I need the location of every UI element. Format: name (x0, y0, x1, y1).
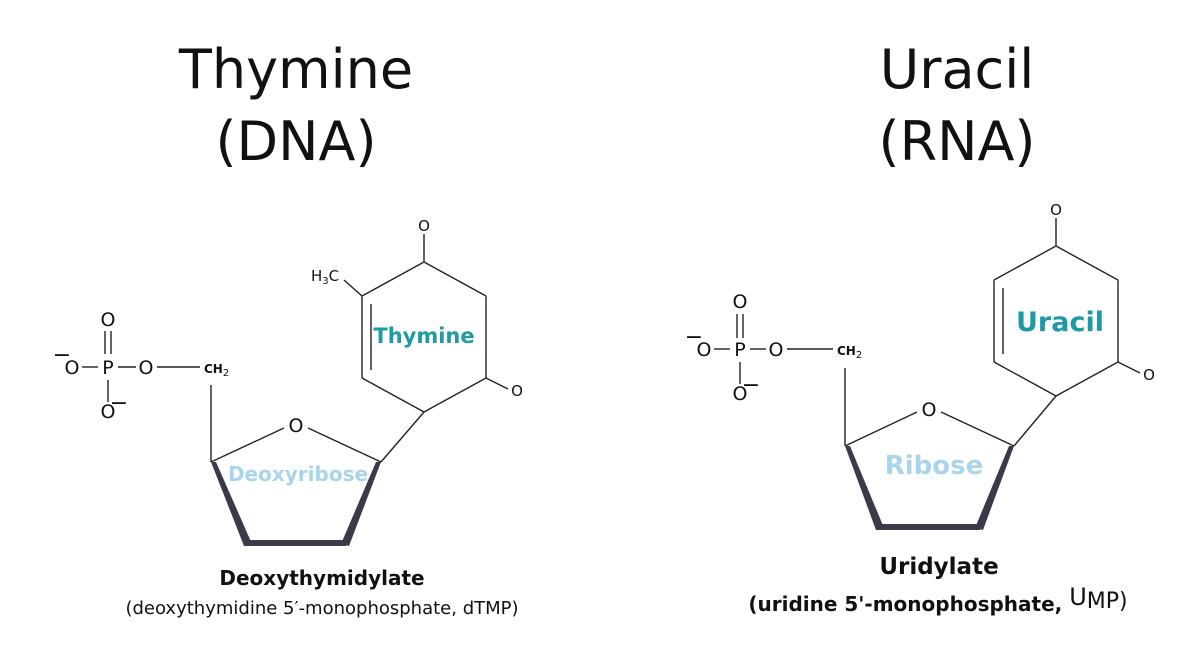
right-title-line1: Uracil (880, 38, 1035, 101)
right-wedge-bottom (876, 524, 980, 530)
right-ring-oxygen: O (922, 399, 937, 421)
left-ring-oxygen: O (289, 415, 304, 437)
left-phosphate-group: O − O P O O − CH2 (53, 309, 229, 462)
right-phosphate-bridge-oxygen: O (769, 339, 784, 361)
left-base-ring: O O H3C Thymine (311, 217, 523, 413)
right-ring-bond-c4-o (844, 411, 918, 447)
right-panel: Uracil (RNA) O − O P O O − CH2 O (685, 38, 1155, 616)
right-wedge-left (845, 446, 884, 530)
right-wedge-right (975, 446, 1014, 530)
left-wedge-right (341, 462, 381, 546)
left-ch2-label: CH2 (204, 362, 229, 379)
left-carbonyl-right (485, 377, 509, 390)
right-glycosidic-bond (1013, 395, 1057, 447)
left-ring-bond-o-c1 (307, 427, 382, 463)
right-title-line2: (RNA) (879, 110, 1036, 173)
right-base-bond-6 (993, 361, 1057, 397)
right-minus-charge-2: − (742, 373, 760, 398)
left-glycosidic-bond (380, 411, 425, 463)
left-phosphate-top-oxygen: O (101, 309, 116, 331)
left-caption-bold: Deoxythymidylate (219, 566, 424, 590)
left-panel: Thymine (DNA) O − O P O O − CH2 O (53, 38, 523, 619)
left-minus-charge-2: − (110, 391, 128, 416)
right-phosphate-top-oxygen: O (733, 291, 748, 313)
right-base-bond-1 (1055, 361, 1119, 397)
right-phosphate-group: O − O P O O − CH2 (685, 291, 862, 446)
left-minus-charge-1: − (53, 343, 71, 368)
left-base-bond-6 (361, 377, 425, 413)
left-methyl-label: H3C (311, 267, 339, 287)
left-methyl-bond (343, 279, 363, 297)
right-base-label: Uracil (1016, 307, 1104, 338)
left-phosphate-bottom-oxygen: O (101, 401, 116, 423)
left-caption-sub: (deoxythymidine 5′-monophosphate, dTMP) (125, 598, 518, 619)
left-base-bond-1 (423, 377, 487, 413)
left-title-line1: Thymine (178, 38, 413, 101)
right-phosphate-left-oxygen: O (697, 339, 712, 361)
left-sugar-ring: O Deoxyribose (210, 411, 425, 546)
right-ch2-label: CH2 (837, 344, 862, 361)
left-carbonyl-right-oxygen: O (511, 382, 523, 400)
right-caption-bold: Uridylate (879, 554, 998, 580)
left-carbonyl-top-oxygen: O (418, 217, 430, 235)
right-base-bond-4 (993, 245, 1057, 281)
left-wedge-bottom (244, 540, 346, 546)
left-base-label: Thymine (373, 324, 474, 348)
left-wedge-left (211, 462, 252, 546)
right-carbonyl-right (1117, 361, 1141, 374)
right-base-bond-3 (1055, 245, 1119, 281)
left-phosphate-left-oxygen: O (65, 357, 80, 379)
left-phosphate-bridge-oxygen: O (139, 357, 154, 379)
left-base-bond-3 (423, 261, 487, 297)
right-carbonyl-top-oxygen: O (1050, 201, 1062, 219)
left-ring-bond-c4-o (210, 427, 285, 463)
right-base-ring: O O Uracil (993, 201, 1155, 397)
right-minus-charge-1: − (685, 325, 703, 350)
left-sugar-label: Deoxyribose (228, 462, 368, 486)
right-ring-bond-o-c1 (940, 411, 1015, 447)
right-carbonyl-right-oxygen: O (1143, 366, 1155, 384)
left-title-line2: (DNA) (215, 110, 376, 173)
right-phosphorus: P (734, 339, 745, 361)
right-phosphate-bottom-oxygen: O (733, 383, 748, 405)
left-phosphorus: P (102, 357, 113, 379)
left-base-bond-4 (361, 261, 425, 297)
right-sugar-ring: O Ribose (844, 395, 1057, 530)
right-sugar-label: Ribose (885, 451, 984, 481)
right-caption-sub: (uridine 5'-monophosphate, UMP) (748, 583, 1127, 616)
